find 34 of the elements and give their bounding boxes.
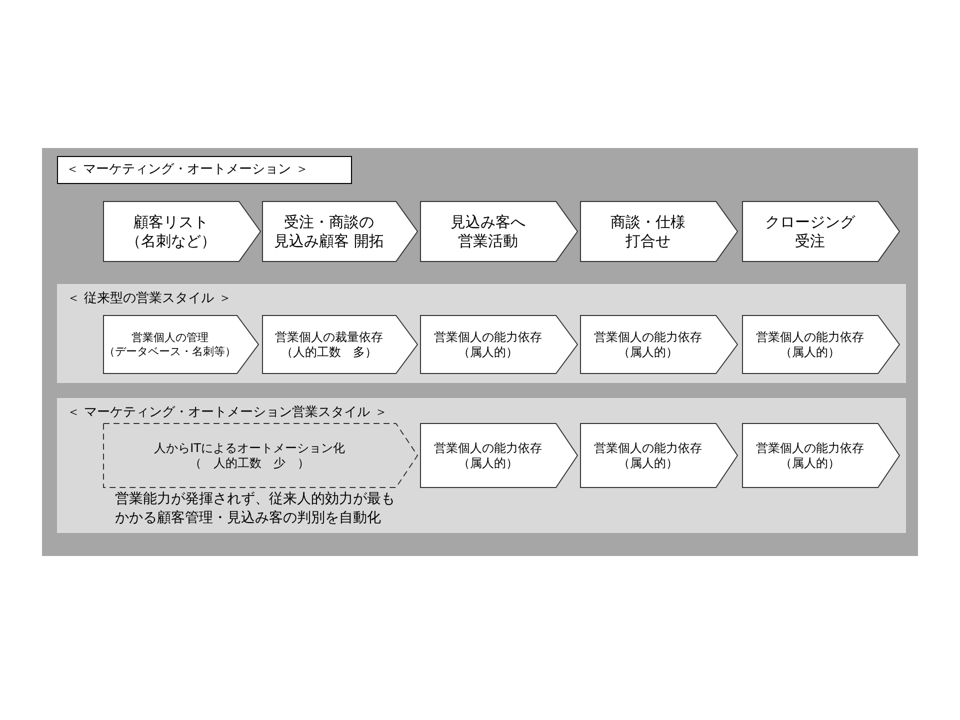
step-label: 商談・仕様打合せ: [610, 212, 686, 250]
chevron-step: [103, 201, 261, 262]
step-label: 受注・商談の見込み顧客 開拓: [274, 212, 384, 250]
chevron-step: [742, 315, 900, 374]
chevron-step: [580, 201, 738, 262]
step-label: クロージング受注: [765, 212, 855, 250]
step-label: 人からITによるオートメーション化（ 人的工数 少 ）: [154, 440, 345, 470]
step-label: 営業個人の能力依存（属人的）: [594, 330, 702, 360]
section-heading: ＜ マーケティング・オートメーション営業スタイル ＞: [67, 404, 388, 422]
chevron-step: [103, 315, 259, 374]
step-label: 見込み客へ営業活動: [450, 212, 526, 250]
step-label: 営業個人の能力依存（属人的）: [434, 330, 542, 360]
chevron-step: [420, 201, 578, 262]
step-label: 営業個人の能力依存（属人的）: [756, 330, 864, 360]
outer-panel: [42, 148, 918, 556]
step-label: 営業個人の能力依存（属人的）: [594, 440, 702, 470]
section-band: [57, 284, 906, 383]
chevron-step: [742, 201, 900, 262]
chevron-step: [742, 423, 900, 488]
step-label: 営業個人の能力依存（属人的）: [756, 440, 864, 470]
chevron-step: [580, 315, 738, 374]
step-label: 営業個人の裁量依存（人的工数 多）: [275, 330, 383, 360]
section-heading: ＜ 従来型の営業スタイル ＞: [67, 290, 232, 308]
title-box: ＜ マーケティング・オートメーション ＞: [57, 156, 352, 184]
chevron-step: [580, 423, 738, 488]
chevron-step: [420, 315, 578, 374]
chevron-step: [420, 423, 578, 488]
section-band: [57, 398, 906, 533]
step-label: 顧客リスト（名刺など）: [126, 212, 216, 250]
chevron-step: [262, 315, 418, 374]
step-label: 営業個人の能力依存（属人的）: [434, 440, 542, 470]
step-label: 営業個人の管理（データベース・名刺等）: [104, 330, 236, 358]
chevron-step: [262, 201, 418, 262]
note-text: 営業能力が発揮されず、従来人的効力が最もかかる顧客管理・見込み客の判別を自動化: [115, 490, 396, 528]
